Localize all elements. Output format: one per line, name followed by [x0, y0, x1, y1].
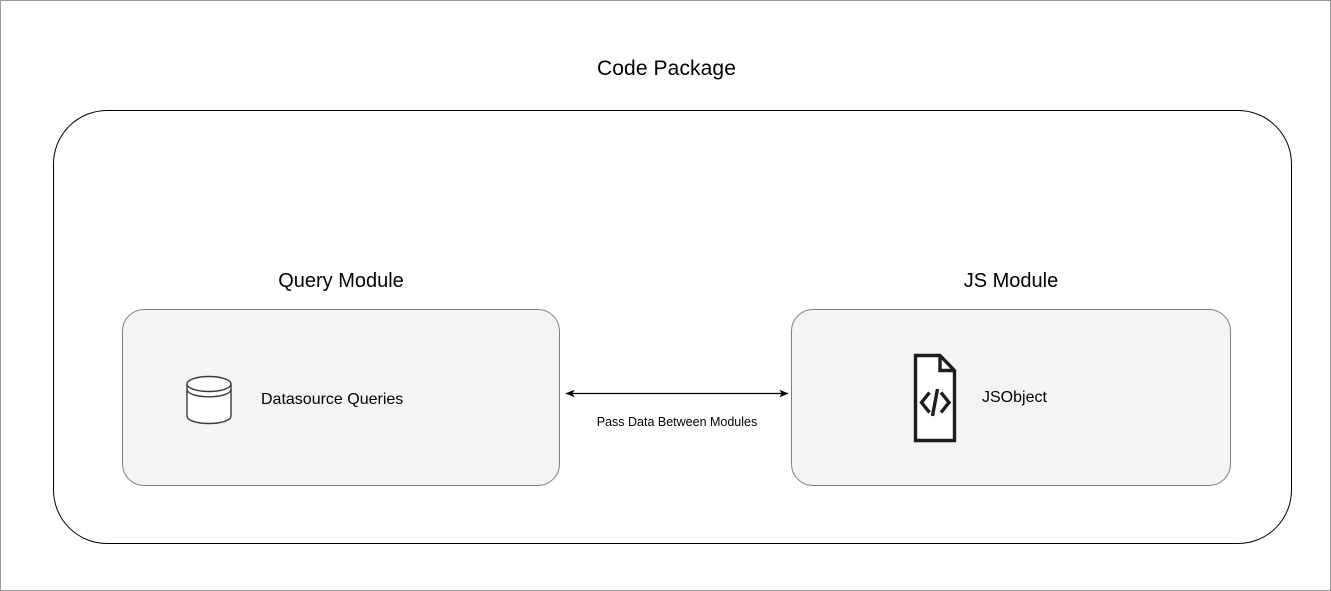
- page-title: Code Package: [597, 57, 736, 80]
- query-module-box[interactable]: Datasource Queries: [122, 309, 560, 486]
- module-connector: [556, 379, 798, 439]
- jsobject-node[interactable]: JSObject: [912, 352, 1047, 444]
- js-module-box[interactable]: JSObject: [791, 309, 1231, 486]
- database-cylinder-icon: [181, 372, 237, 428]
- query-module-label: Query Module: [278, 270, 404, 292]
- connector-label: Pass Data Between Modules: [596, 415, 758, 429]
- datasource-queries-node[interactable]: Datasource Queries: [181, 372, 403, 428]
- jsobject-label: JSObject: [982, 389, 1047, 406]
- datasource-queries-label: Datasource Queries: [261, 391, 404, 408]
- js-module-label: JS Module: [963, 270, 1059, 292]
- code-file-icon: [912, 352, 958, 444]
